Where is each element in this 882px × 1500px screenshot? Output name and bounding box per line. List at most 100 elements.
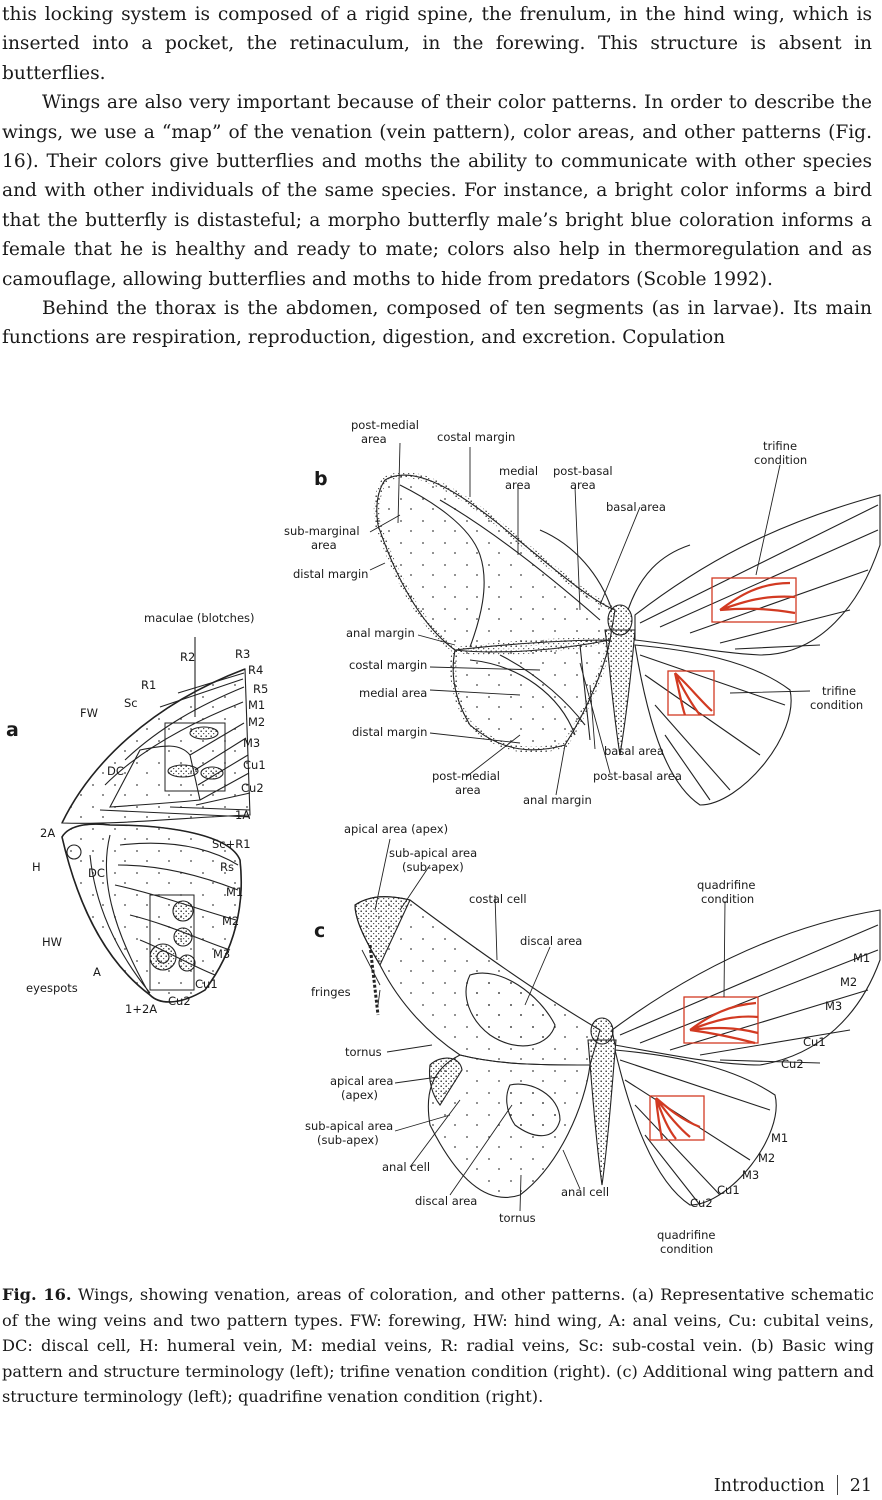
figure-label: M1 [771, 1131, 788, 1145]
figure-label: Sc [124, 696, 138, 710]
figure-labels: a b c maculae (blotches) FW HW eyespots … [6, 418, 870, 1256]
medial-area-label: medial [499, 464, 538, 478]
post-basal-area-bottom-label: post-basal area [593, 769, 682, 783]
figure-label: area [455, 783, 481, 797]
figure-label: M3 [213, 947, 230, 961]
discal-area-top-label: discal area [520, 934, 582, 948]
post-medial-area-bottom-label: post-medial [432, 769, 500, 783]
figure-label: R2 [180, 650, 195, 664]
distal-margin-mid-label: distal margin [352, 725, 427, 739]
apical-area-top-label: apical area (apex) [344, 822, 448, 836]
paragraph-1: this locking system is composed of a rig… [2, 4, 872, 84]
maculae-label: maculae (blotches) [144, 611, 255, 625]
apical-area-mid-label: apical area [330, 1074, 393, 1088]
figure-label: area [311, 538, 337, 552]
figure-label: Sc+R1 [212, 837, 251, 851]
costal-margin-label: costal margin [437, 430, 515, 444]
figure-label: condition [660, 1242, 713, 1256]
figure-label: M2 [248, 715, 265, 729]
figure-label: R4 [248, 663, 263, 677]
caption-label: Fig. 16. [2, 1285, 72, 1304]
discal-area-bottom-label: discal area [415, 1194, 477, 1208]
basal-area-bottom-label: basal area [604, 744, 664, 758]
figure-label: Cu2 [168, 994, 191, 1008]
figure-label: M3 [243, 736, 260, 750]
figure-label: DC [88, 866, 105, 880]
tornus-bottom-label: tornus [499, 1211, 536, 1225]
figure-label: Rs [220, 860, 234, 874]
costal-cell-label: costal cell [469, 892, 527, 906]
figure-label: Cu1 [195, 977, 218, 991]
leader-lines [361, 442, 811, 1212]
figure-label: Cu2 [781, 1057, 804, 1071]
figure-label: condition [701, 892, 754, 906]
figure-caption: Fig. 16. Wings, showing venation, areas … [2, 1282, 874, 1410]
figure-label: (sub-apex) [317, 1133, 379, 1147]
sub-apical-top-label: sub-apical area [389, 846, 477, 860]
figure-label: 2A [40, 826, 55, 840]
figure-label: (apex) [341, 1088, 378, 1102]
figure-label: M3 [742, 1168, 759, 1182]
caption-text: Wings, showing venation, areas of colora… [2, 1285, 874, 1406]
paragraph-3: Behind the thorax is the abdomen, compos… [2, 298, 872, 349]
figure-label: Cu1 [803, 1035, 826, 1049]
figure-label: M3 [825, 999, 842, 1013]
body-text: this locking system is composed of a rig… [2, 0, 872, 353]
sub-apical-mid-label: sub-apical area [305, 1119, 393, 1133]
paragraph-2: Wings are also very important because of… [2, 92, 872, 290]
anal-margin-bottom-label: anal margin [523, 793, 592, 807]
figure-label: area [505, 478, 531, 492]
anal-margin-label: anal margin [346, 626, 415, 640]
figure-label: DC [107, 764, 124, 778]
figure-label: R1 [141, 678, 156, 692]
figure-label: 1A [235, 808, 250, 822]
post-basal-area-label: post-basal [553, 464, 613, 478]
figure-label: R5 [253, 682, 268, 696]
figure-label: A [93, 965, 101, 979]
basal-area-label: basal area [606, 500, 666, 514]
distal-margin-label: distal margin [293, 567, 368, 581]
figure-label: Cu2 [690, 1196, 713, 1210]
figure-label: Cu2 [241, 781, 264, 795]
figure-label: condition [810, 698, 863, 712]
figure-label: Cu1 [243, 758, 266, 772]
panel-c-letter: c [314, 920, 325, 942]
figure-label: M1 [248, 698, 265, 712]
anal-cell-bottom-label: anal cell [561, 1185, 609, 1199]
page-number: 21 [849, 1476, 872, 1496]
figure-label: 1+2A [125, 1002, 157, 1016]
medial-area-mid-label: medial area [359, 686, 427, 700]
trifine-condition-right-label: trifine [822, 684, 856, 698]
panel-c-drawing [354, 896, 881, 1206]
figure-label: area [570, 478, 596, 492]
figure-label: area [361, 432, 387, 446]
figure-label: M1 [853, 951, 870, 965]
eyespots-label: eyespots [26, 981, 78, 995]
figure-label: condition [754, 453, 807, 467]
figure-label: (sub-apex) [402, 860, 464, 874]
figure-label: H [32, 860, 41, 874]
panel-a-letter: a [6, 719, 19, 741]
anal-cell-left-label: anal cell [382, 1160, 430, 1174]
fw-label: FW [80, 706, 98, 720]
quadrifine-condition-top-label: quadrifine [697, 878, 755, 892]
figure-label: Cu1 [717, 1183, 740, 1197]
figure-label: M1 [226, 885, 243, 899]
panel-b-drawing [373, 472, 881, 806]
wing-figure: a b c maculae (blotches) FW HW eyespots … [6, 418, 881, 1256]
tornus-left-label: tornus [345, 1045, 382, 1059]
figure-label: M2 [758, 1151, 775, 1165]
footer-separator [836, 1475, 838, 1495]
panel-b-letter: b [314, 468, 328, 490]
fringes-label: fringes [311, 985, 351, 999]
footer-section: Introduction [713, 1476, 825, 1496]
hw-label: HW [42, 935, 62, 949]
figure-label: M2 [840, 975, 857, 989]
costal-margin-mid-label: costal margin [349, 658, 427, 672]
trifine-condition-top-label: trifine [763, 439, 797, 453]
page-footer: Introduction 21 [714, 1475, 872, 1496]
panel-a-drawing [61, 637, 251, 1003]
figure-label: M2 [222, 914, 239, 928]
quadrifine-condition-bottom-label: quadrifine [657, 1228, 715, 1242]
post-medial-area-label: post-medial [351, 418, 419, 432]
